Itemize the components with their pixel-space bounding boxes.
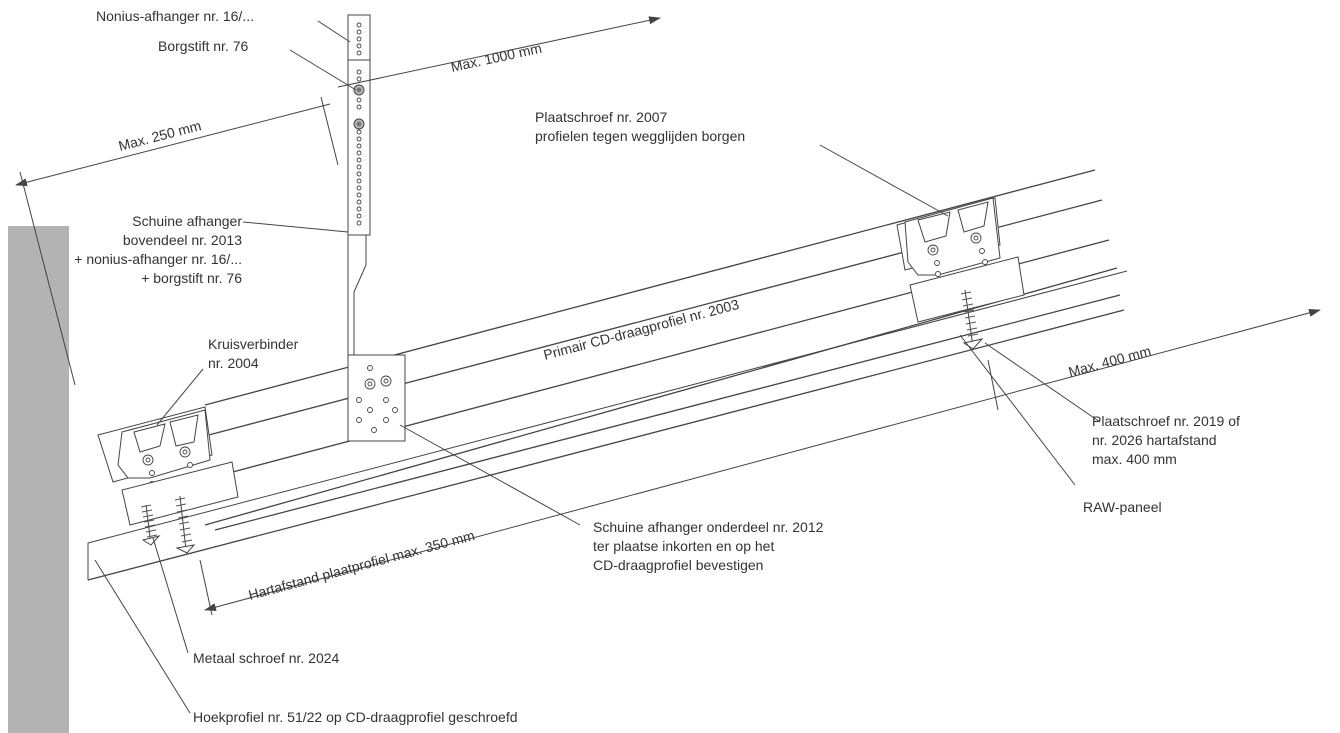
label-schuine-afhanger-3: + nonius-afhanger nr. 16/... xyxy=(74,251,242,267)
label-onderdeel-2: ter plaatse inkorten en op het xyxy=(593,538,774,554)
label-onderdeel-1: Schuine afhanger onderdeel nr. 2012 xyxy=(593,519,824,535)
screws xyxy=(140,289,984,554)
dimension-lines xyxy=(15,16,1321,616)
dim-hartafstand: Hartafstand plaatprofiel max. 350 mm xyxy=(247,527,477,603)
dim-max-1000: Max. 1000 mm xyxy=(449,40,543,75)
cross-connector-right xyxy=(896,197,1025,323)
cross-connector-left xyxy=(97,406,239,526)
label-raw-paneel: RAW-paneel xyxy=(1083,499,1162,515)
label-schuine-afhanger-1: Schuine afhanger xyxy=(132,213,242,229)
label-kruisverbinder-2: nr. 2004 xyxy=(208,355,259,371)
hanger-lower xyxy=(347,354,406,442)
label-hoekprofiel: Hoekprofiel nr. 51/22 op CD-draagprofiel… xyxy=(193,709,518,725)
label-plaatschroef-2007-2: profielen tegen wegglijden borgen xyxy=(535,128,745,144)
label-primair-profile: Primair CD-draagprofiel nr. 2003 xyxy=(542,296,741,363)
hanger-upper xyxy=(347,14,371,356)
label-nonius: Nonius-afhanger nr. 16/... xyxy=(96,8,254,24)
screw-2024-right xyxy=(174,495,196,554)
label-plaatschroef-2019-1: Plaatschroef nr. 2019 of xyxy=(1092,413,1240,429)
label-borgstift: Borgstift nr. 76 xyxy=(158,38,248,54)
label-onderdeel-3: CD-draagprofiel bevestigen xyxy=(593,557,763,573)
label-plaatschroef-2007-1: Plaatschroef nr. 2007 xyxy=(535,109,668,125)
dim-max-400: Max. 400 mm xyxy=(1067,342,1153,379)
label-kruisverbinder-1: Kruisverbinder xyxy=(208,336,299,352)
label-plaatschroef-2019-2: nr. 2026 hartafstand xyxy=(1092,432,1217,448)
screw-2024-left xyxy=(140,504,161,546)
label-metaal-schroef: Metaal schroef nr. 2024 xyxy=(193,650,340,666)
wall xyxy=(8,226,69,733)
label-schuine-afhanger-2: bovendeel nr. 2013 xyxy=(123,232,242,248)
label-plaatschroef-2019-3: max. 400 mm xyxy=(1092,451,1177,467)
label-schuine-afhanger-4: + borgstift nr. 76 xyxy=(141,270,242,286)
leader-lines xyxy=(94,20,1101,714)
